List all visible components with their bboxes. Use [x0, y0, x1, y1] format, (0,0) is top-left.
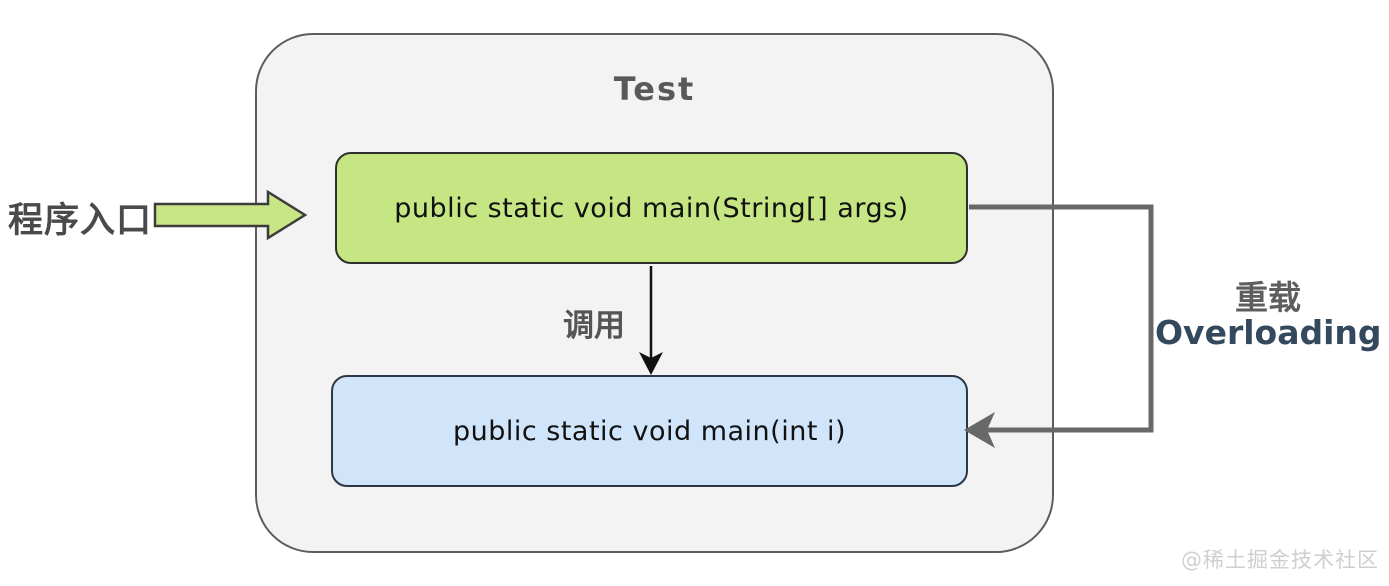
overloading-label-en: Overloading [1155, 312, 1382, 352]
overloading-label: 重载 Overloading [1155, 278, 1382, 352]
overloading-label-zh: 重载 [1235, 278, 1301, 317]
class-title: Test [613, 70, 696, 108]
entry-point-label: 程序入口 [8, 201, 153, 241]
method-box-main-string-args: public static void main(String[] args) [335, 152, 968, 264]
method2-signature: public static void main(int i) [452, 415, 847, 447]
watermark: @稀土掘金技术社区 [1181, 548, 1379, 572]
method-box-main-int: public static void main(int i) [331, 375, 968, 487]
method1-signature: public static void main(String[] args) [394, 192, 909, 224]
call-label: 调用 [563, 308, 625, 344]
